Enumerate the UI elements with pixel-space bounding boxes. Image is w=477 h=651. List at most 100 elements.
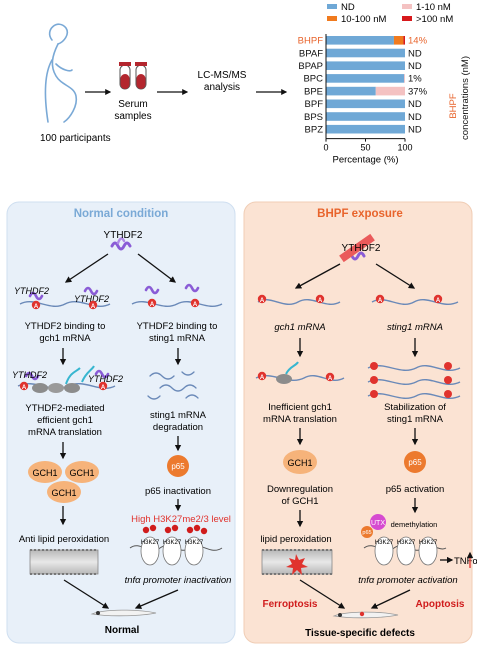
bind-gch1-line1: YTHDF2 binding to xyxy=(25,321,106,332)
legend-label: 10-100 nM xyxy=(341,14,387,25)
m6a-mark xyxy=(370,362,378,370)
m6a-label: A xyxy=(150,302,155,308)
ythdf2-on-gch1-right: YTHDF2 xyxy=(74,294,109,304)
m6a-label: A xyxy=(318,298,323,304)
p65-small-label: p65 xyxy=(362,530,371,536)
p65-inactivation: p65 inactivation xyxy=(145,486,211,497)
bar-value-label: ND xyxy=(408,61,422,72)
x-axis-title: Percentage (%) xyxy=(332,155,398,166)
bind-gch1-line2: gch1 mRNA xyxy=(39,333,91,344)
sting1-mrna-icon xyxy=(371,299,459,305)
stabilized-mrna-icon xyxy=(367,365,461,399)
bar-value-label: ND xyxy=(408,125,422,136)
arrow-b-to-outcome-right xyxy=(370,589,411,609)
ythdf2-protein-icon xyxy=(110,237,132,251)
mediated-line2: efficient gch1 xyxy=(37,415,93,426)
gch1-mrna-label: gch1 mRNA xyxy=(274,322,325,333)
tnf-label: TNFα xyxy=(454,556,477,567)
bhpf-inhibition-bar xyxy=(339,233,375,263)
legend-swatch xyxy=(402,16,412,21)
m6a-mark xyxy=(98,381,108,391)
bar-value-label: ND xyxy=(408,112,422,123)
tnf-inactivation: tnfα promoter inactivation xyxy=(125,575,232,586)
legend-swatch xyxy=(327,4,337,9)
ribosome-translation-icon xyxy=(17,365,116,393)
sting1-mrna-binding-icon xyxy=(131,283,223,307)
ferroptosis-label: Ferroptosis xyxy=(262,599,317,610)
damaged-membrane-icon xyxy=(261,549,333,575)
stabilization-line1: Stabilization of xyxy=(384,402,446,413)
m6a-mark xyxy=(19,381,29,391)
ythdf2-label: YTHDF2 xyxy=(104,230,143,241)
m6a-label: A xyxy=(260,375,265,381)
normal-title: Normal condition xyxy=(74,208,169,220)
h3k27-tag: H3K27 xyxy=(163,540,182,546)
bar-segment xyxy=(326,99,405,109)
degraded-mrna-icon xyxy=(147,371,199,400)
m6a-label: A xyxy=(91,304,96,310)
m6a-mark xyxy=(370,376,378,384)
arrow-n-to-outcome-left xyxy=(63,579,110,609)
arrow-normal-right xyxy=(137,253,177,283)
chromatin-icon xyxy=(129,524,223,566)
pregnant-woman-icon xyxy=(44,23,78,123)
category-label: BPC xyxy=(303,74,323,85)
m6a-mark xyxy=(444,390,452,398)
chromatin-icon xyxy=(361,514,447,566)
degrade-line2: degradation xyxy=(153,422,203,433)
h3k27-tag: H3K27 xyxy=(397,540,416,546)
h3k27-tag: H3K27 xyxy=(185,540,204,546)
gch1-protein xyxy=(28,461,62,483)
bar-segment xyxy=(326,74,405,83)
serum-label-1: Serum xyxy=(118,99,147,110)
zebrafish-larva-icon xyxy=(90,609,157,617)
bar-segment xyxy=(326,36,394,45)
sting1-mrna-label: sting1 mRNA xyxy=(387,322,443,333)
m6a-mark xyxy=(375,294,385,304)
bhpf-outcome: Tissue-specific defects xyxy=(305,628,415,639)
bar-segment xyxy=(326,112,405,121)
h3k27-tag: H3K27 xyxy=(375,540,394,546)
m6a-mark xyxy=(370,390,378,398)
bar-value-label: 14% xyxy=(408,36,428,47)
m6a-label: A xyxy=(260,298,265,304)
gch1-label: GCH1 xyxy=(51,488,76,498)
m6a-mark xyxy=(88,300,98,310)
bar-segment xyxy=(326,124,405,134)
category-label: BPZ xyxy=(305,125,324,136)
bar-value-label: ND xyxy=(408,99,422,110)
m6a-label: A xyxy=(436,298,441,304)
category-label: BPF xyxy=(305,99,324,110)
m6a-mark xyxy=(147,298,157,308)
demethylation-label: demethylation xyxy=(391,520,438,529)
m6a-mark xyxy=(444,362,452,370)
normal-panel xyxy=(6,201,236,644)
m6a-mark xyxy=(433,294,443,304)
category-label: BPAP xyxy=(298,61,323,72)
lcms-label-1: LC-MS/MS xyxy=(198,70,247,81)
bar-segment xyxy=(393,36,404,45)
ythdf2-on-gch1-left: YTHDF2 xyxy=(14,286,49,296)
m6a-label: A xyxy=(101,385,106,391)
bar-value-label: 37% xyxy=(408,86,428,97)
downreg-line1: Downregulation xyxy=(267,484,333,495)
arrow-b-to-outcome-left xyxy=(299,579,346,609)
bar-value-label: ND xyxy=(408,48,422,59)
ythdf2-on-ribosome-right: YTHDF2 xyxy=(88,374,123,384)
serum-tube-icon xyxy=(119,62,147,90)
legend-label: >100 nM xyxy=(416,14,453,25)
legend-swatch xyxy=(402,4,412,9)
m6a-label: A xyxy=(22,385,27,391)
bhpf-title: BHPF exposure xyxy=(317,208,403,220)
p65-activation: p65 activation xyxy=(386,484,445,495)
bar-segment xyxy=(375,86,405,96)
utx-label: UTX xyxy=(371,520,385,527)
gch1-label: GCH1 xyxy=(32,468,57,478)
mediated-line3: mRNA translation xyxy=(28,427,102,438)
degrade-line1: sting1 mRNA xyxy=(150,410,207,421)
x-tick-label: 100 xyxy=(397,143,412,153)
tnf-activation: tnfα promoter activation xyxy=(358,575,457,586)
m6a-mark xyxy=(325,372,335,382)
bar-segment xyxy=(404,74,405,83)
